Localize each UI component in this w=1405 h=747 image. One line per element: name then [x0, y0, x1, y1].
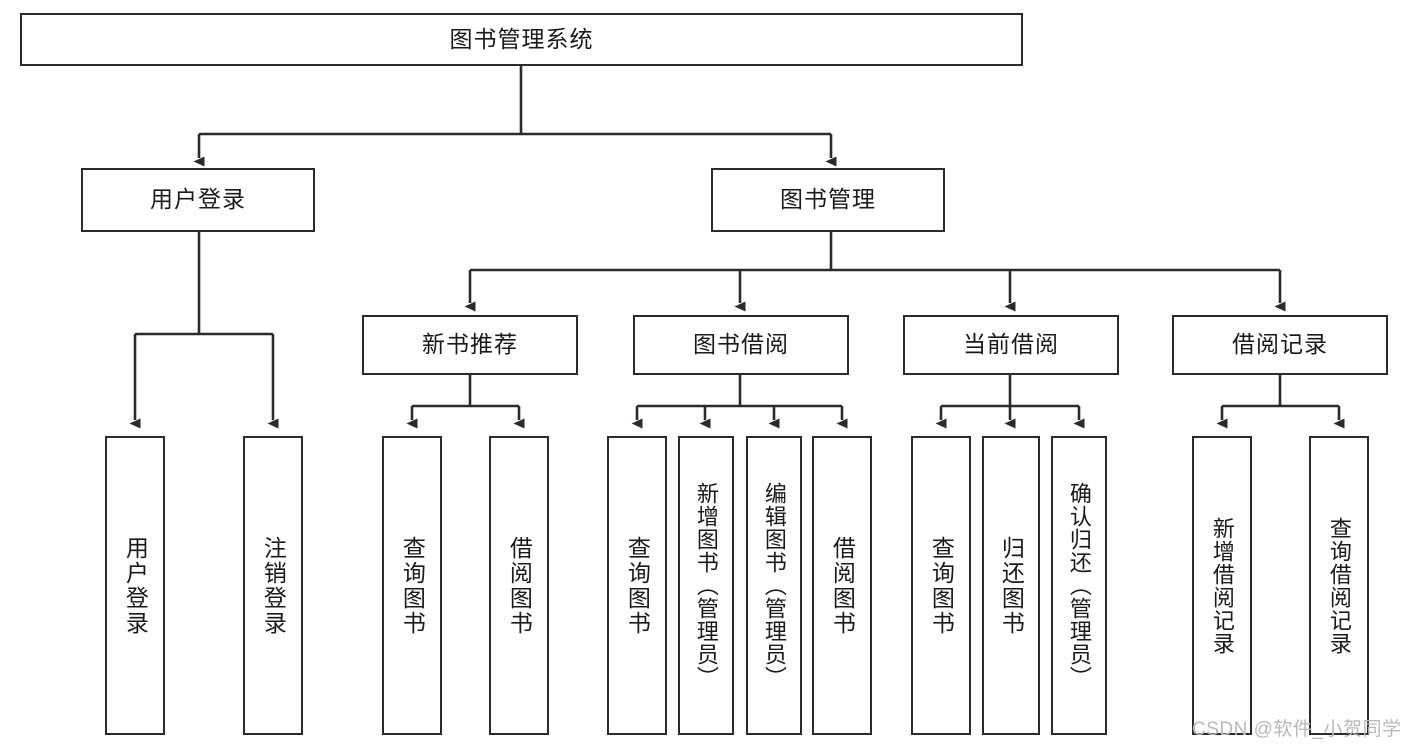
leaf-label: 借阅图书 [506, 535, 533, 636]
leaf-label: 注销登录 [260, 535, 287, 636]
leaf-new-book-borrow[interactable]: 借阅图书 [489, 436, 549, 735]
leaf-borrow-borrow-book[interactable]: 借阅图书 [812, 436, 872, 735]
leaf-new-book-query[interactable]: 查询图书 [382, 436, 442, 735]
leaf-label: 新增借阅记录 [1209, 516, 1235, 655]
csdn-watermark: CSDN @软件_小贺同学 [1192, 719, 1402, 740]
leaf-label: 查询图书 [928, 535, 955, 636]
node-borrow-record[interactable]: 借阅记录 [1172, 315, 1388, 375]
leaf-label: 借阅图书 [829, 535, 856, 636]
leaf-label: 新增图书（管理员） [693, 482, 719, 689]
leaf-label: 归还图书 [998, 535, 1025, 636]
leaf-record-query-borrow-record[interactable]: 查询借阅记录 [1309, 436, 1369, 735]
leaf-label: 用户登录 [122, 535, 149, 636]
leaf-record-add-borrow-record[interactable]: 新增借阅记录 [1192, 436, 1252, 735]
leaf-current-return-book[interactable]: 归还图书 [982, 436, 1040, 735]
leaf-user-login-signin[interactable]: 用户登录 [105, 436, 165, 735]
leaf-label: 确认归还（管理员） [1066, 482, 1092, 689]
node-current-borrow[interactable]: 当前借阅 [903, 315, 1119, 375]
leaf-current-query-book[interactable]: 查询图书 [911, 436, 971, 735]
leaf-label: 编辑图书（管理员） [761, 482, 787, 689]
node-new-book-recommend[interactable]: 新书推荐 [362, 315, 578, 375]
leaf-borrow-add-book-admin[interactable]: 新增图书（管理员） [678, 436, 734, 735]
leaf-label: 查询借阅记录 [1326, 516, 1352, 655]
node-book-management[interactable]: 图书管理 [711, 168, 945, 232]
leaf-label: 查询图书 [399, 535, 426, 636]
leaf-borrow-query-book[interactable]: 查询图书 [607, 436, 667, 735]
node-user-login[interactable]: 用户登录 [81, 168, 315, 232]
leaf-label: 查询图书 [624, 535, 651, 636]
leaf-borrow-edit-book-admin[interactable]: 编辑图书（管理员） [746, 436, 802, 735]
leaf-current-confirm-return-admin[interactable]: 确认归还（管理员） [1051, 436, 1107, 735]
node-root-book-management-system[interactable]: 图书管理系统 [20, 13, 1023, 66]
node-book-borrow[interactable]: 图书借阅 [633, 315, 849, 375]
leaf-user-login-signout[interactable]: 注销登录 [243, 436, 303, 735]
